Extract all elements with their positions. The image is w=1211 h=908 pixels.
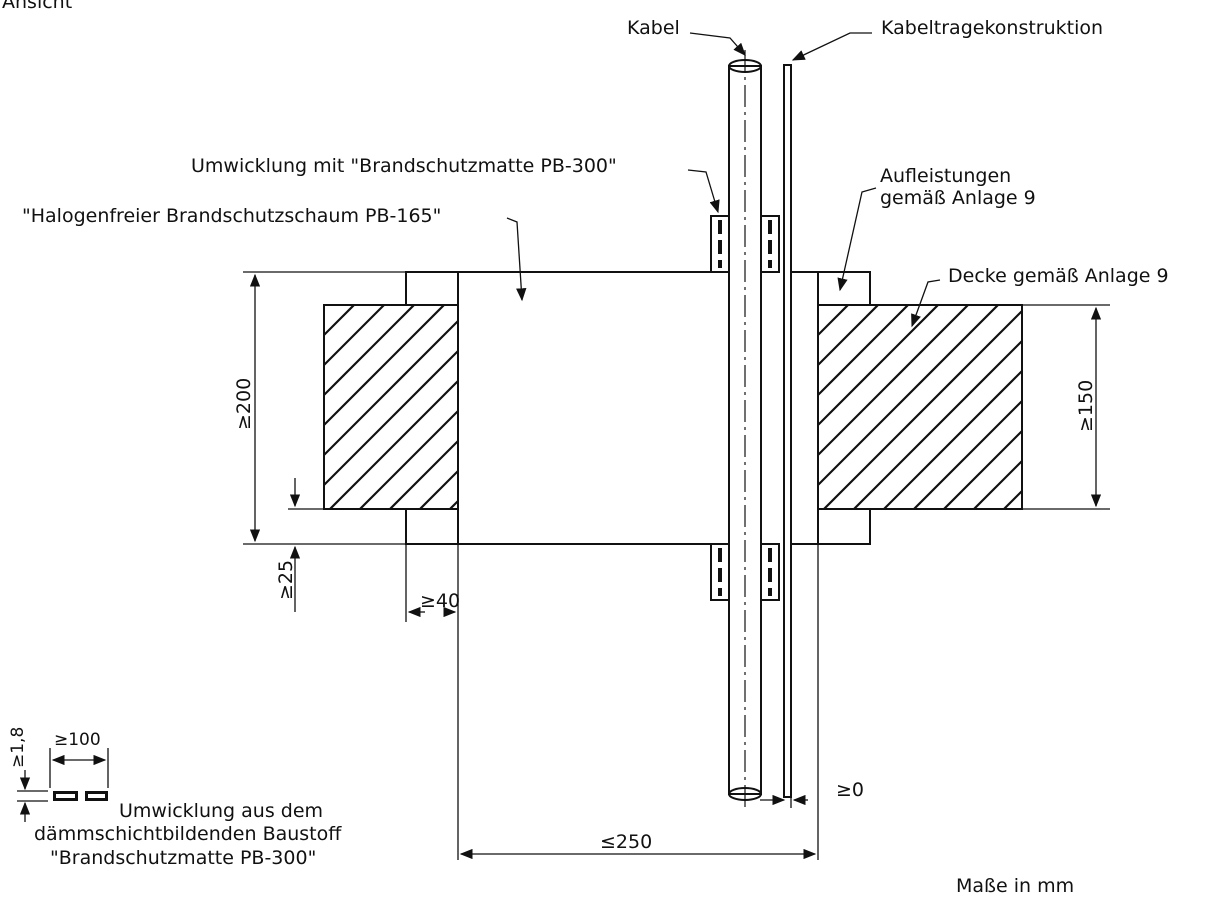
hatch-line: [540, 305, 744, 509]
cable: [728, 50, 762, 810]
hatch-line: [359, 409, 458, 509]
hatch-line: [324, 305, 445, 427]
dim-40: ≥40: [420, 590, 460, 612]
units-note: Maße in mm: [956, 875, 1074, 897]
cable-tray: [783, 64, 792, 798]
hatch-line: [973, 459, 1022, 509]
legend-symbol: [17, 748, 109, 822]
hatch-line: [324, 305, 325, 307]
hatch-line: [818, 305, 969, 457]
dim-200: ≥200: [233, 378, 255, 430]
dim-1-8: ≥1,8: [8, 727, 28, 768]
legend-line-2: dämmschichtbildenden Baustoff: [34, 823, 342, 845]
hatch-line: [449, 499, 458, 509]
label-brandschutzschaum: "Halogenfreier Brandschutzschaum PB-165": [22, 205, 441, 227]
slab-right: [817, 304, 1211, 510]
strips: [405, 271, 871, 545]
leaders: [506, 32, 941, 328]
hatch-line: [853, 339, 1022, 509]
hatch-line: [818, 305, 909, 397]
hatch-line: [324, 305, 385, 367]
hatch-line: [389, 439, 458, 509]
hatch-line: [818, 305, 879, 367]
hatch-line: [818, 305, 999, 487]
hatch-line: [1003, 489, 1022, 509]
hatch-line: [823, 309, 1022, 509]
label-kabeltragekonstruktion: Kabeltragekonstruktion: [881, 17, 1103, 39]
dim-25: ≥25: [275, 560, 297, 600]
hatch-line: [943, 429, 1022, 509]
hatch-line: [419, 469, 458, 509]
hatch-line: [1094, 305, 1211, 509]
hatch-line: [913, 399, 1022, 509]
wrap-mats: [710, 215, 780, 601]
label-decke: Decke gemäß Anlage 9: [948, 265, 1169, 287]
hatch-line: [510, 305, 714, 509]
dim-0: ≥0: [836, 779, 864, 801]
legend-line-3: "Brandschutzmatte PB-300": [50, 847, 316, 869]
hatch-line: [818, 305, 939, 427]
foam-fill: [457, 271, 819, 545]
hatch-line: [324, 349, 458, 487]
label-aufleistungen: Aufleistungen: [880, 165, 1011, 187]
hatch-line: [1034, 305, 1211, 509]
slab-left: [323, 304, 804, 510]
hatch-line: [480, 305, 684, 509]
hatch-line: [329, 379, 458, 509]
label-kabel: Kabel: [627, 17, 680, 39]
hatch-line: [1124, 305, 1211, 509]
hatch-line: [324, 305, 415, 397]
dim-150: ≥150: [1075, 380, 1097, 432]
dim-100: ≥100: [54, 730, 101, 750]
hatch-line: [600, 305, 804, 509]
hatch-line: [1184, 305, 1211, 509]
dim-250: ≤250: [600, 831, 652, 853]
hatch-line: [883, 369, 1022, 509]
hatch-line: [324, 319, 458, 457]
label-umwicklung: Umwicklung mit "Brandschutzmatte PB-300": [191, 155, 617, 177]
label-aufleistungen-anlage: gemäß Anlage 9: [880, 187, 1036, 209]
dimension-lines: [243, 271, 1110, 860]
corner-text: Ansicht: [2, 0, 72, 13]
hatch-line: [1154, 305, 1211, 509]
legend-line-1: Umwicklung aus dem: [119, 800, 323, 822]
